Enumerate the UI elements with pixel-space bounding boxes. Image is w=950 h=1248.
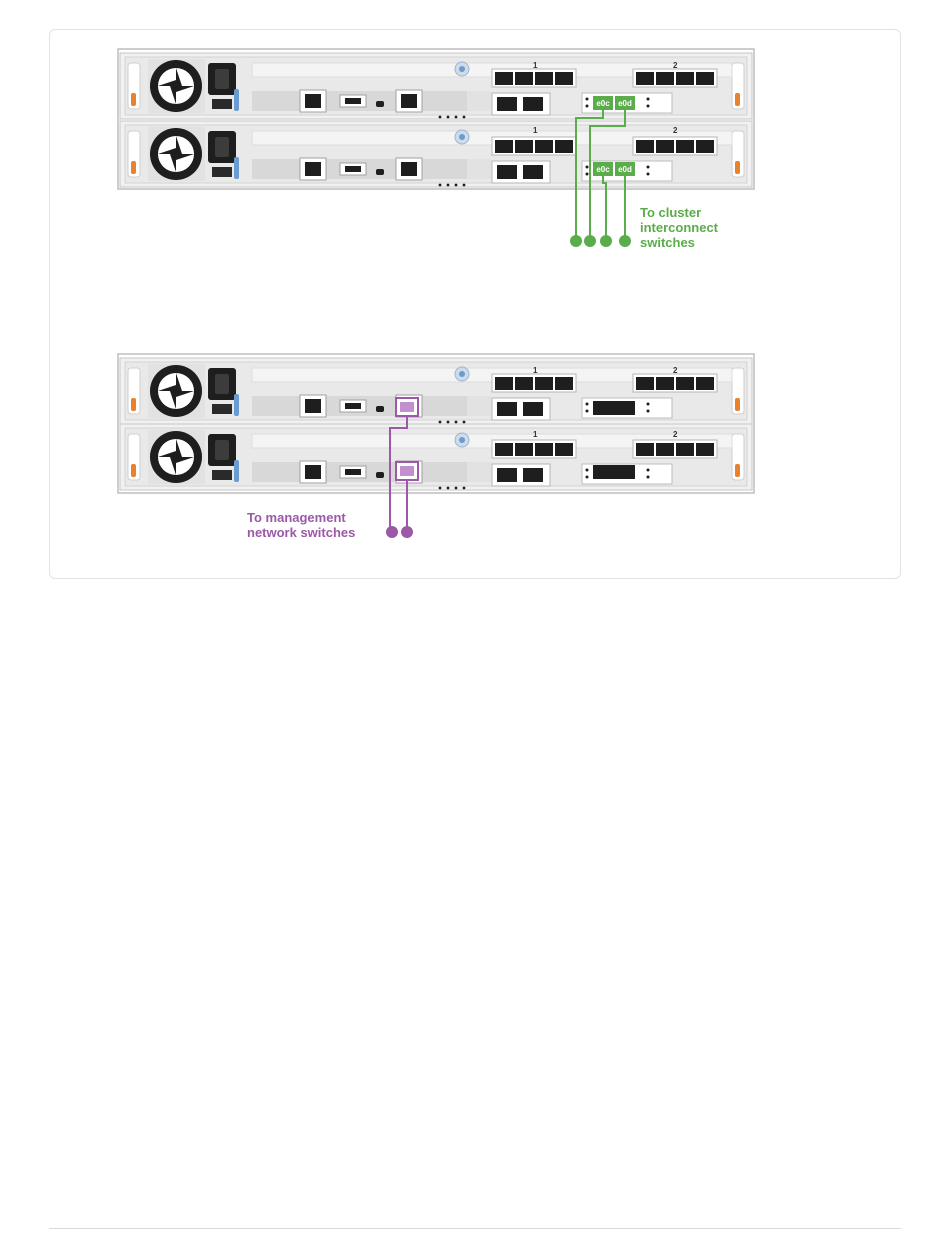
slot-2-number-bottom-b: 2 [673,430,678,439]
slot-2-number-bottom-a: 2 [673,366,678,375]
footer-divider [49,1228,901,1229]
slot-1-number-top-a: 1 [533,61,538,70]
cluster-cable-ends [570,235,631,247]
top-system [118,49,754,189]
slot-1-number-top-b: 1 [533,126,538,135]
cluster-label-line-2: interconnect [640,220,719,235]
slot-2-number-top-a: 2 [673,61,678,70]
cluster-label-line-1: To cluster [640,205,701,220]
slot-1-number-bottom-a: 1 [533,366,538,375]
management-cable-ends [386,526,413,538]
port-e0c-label-b: e0c [596,165,610,174]
management-label-line-1: To management [247,510,346,525]
slot-2-number-top-b: 2 [673,126,678,135]
management-label-line-2: network switches [247,525,355,540]
port-e0d-label-b: e0d [618,165,632,174]
cluster-label-line-3: switches [640,235,695,250]
bottom-system [118,354,754,493]
slot-1-number-bottom-b: 1 [533,430,538,439]
port-e0c-label-a: e0c [596,99,610,108]
port-e0d-label-a: e0d [618,99,632,108]
